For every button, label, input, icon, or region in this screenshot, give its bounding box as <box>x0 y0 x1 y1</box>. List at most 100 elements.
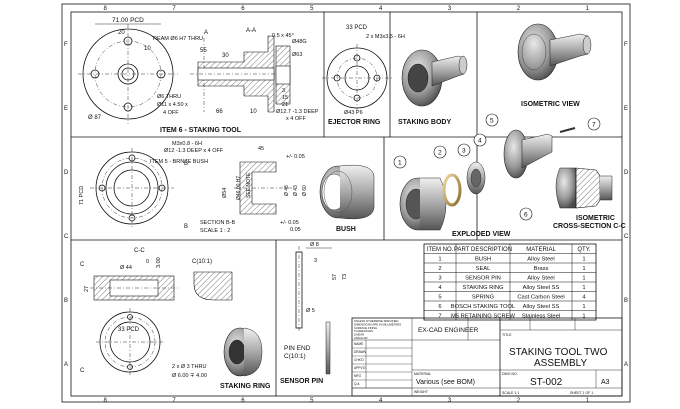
zone-left-E: E <box>64 106 68 112</box>
bush-view: M3x0.8 - 6H Ø12 -1.3 DEEP x 4 OFF ITEM 5… <box>79 141 375 234</box>
section-mark-c2: C <box>80 368 85 374</box>
weight-label: WEIGHT <box>414 390 429 394</box>
zone-top-1: 1 <box>586 6 590 12</box>
sensor-pin-title: SENSOR PIN <box>280 378 323 385</box>
section-mark-c1: C <box>80 262 85 268</box>
staking-ring-view: C-C Ø 44 0 3.00 27 C(10:1) 33 PCD 2 x Ø … <box>80 248 271 390</box>
balloon-label-5: 5 <box>490 118 494 125</box>
dim-x4off: x 4 OFF <box>286 116 307 122</box>
company-name: EX-CAD ENGINEER <box>418 327 479 334</box>
note-line: TOLERANCES <box>354 329 373 333</box>
zone-bottom-5: 5 <box>310 398 314 404</box>
dim-pin-5: Ø 5 <box>306 308 315 314</box>
pin-end-label: PIN END <box>284 345 311 352</box>
dim-21: 21 <box>282 102 288 108</box>
dim-pin-8: Ø 8 <box>310 242 319 248</box>
dim-48: Ø 48 <box>284 185 290 196</box>
zone-bottom-1: 1 <box>586 398 590 404</box>
bom-cell: Alloy Steel <box>527 276 554 282</box>
zone-right-A: A <box>624 362 628 368</box>
note-line: SURFACE FINISH <box>354 326 377 330</box>
dim-33pcd: 33 PCD <box>346 25 368 31</box>
dim-6-cbore: Ø 6.00 ∓ 4.00 <box>172 373 207 379</box>
signoff-label: CHK'D <box>354 358 364 362</box>
zone-right-C: C <box>624 234 629 240</box>
zone-top-5: 5 <box>310 6 314 12</box>
zone-top-7: 7 <box>172 6 176 12</box>
drawing-number: ST-002 <box>530 377 563 388</box>
dim-33pcd-ring: 33 PCD <box>118 327 140 333</box>
dim-87: Ø 87 <box>88 115 102 121</box>
balloon-label-3: 3 <box>462 148 466 155</box>
dim-63: Ø63 <box>292 52 302 58</box>
cross-section-title-2: CROSS-SECTION C-C <box>553 223 626 230</box>
sheet-size: A3 <box>601 379 610 386</box>
dim-54: Ø54 <box>222 188 228 198</box>
zone-left-D: D <box>64 170 69 176</box>
dim-pin-73: 73 <box>342 274 348 280</box>
signoff-label: Q.A <box>354 382 360 386</box>
bom-cell: 1 <box>582 304 585 310</box>
bom-cell: Cast Carbon Steel <box>517 295 564 301</box>
balloon-label-4: 4 <box>478 138 482 145</box>
balloon-label-6: 6 <box>524 212 528 219</box>
section-mark-a: A <box>204 30 208 36</box>
zone-left-B: B <box>64 298 68 304</box>
bom-header-cell: PART DESCRIPTION <box>454 247 512 253</box>
dim-3-00: 3.00 <box>156 257 162 268</box>
staking-body-view: STAKING BODY <box>398 49 468 126</box>
drawing-title-2: ASSEMBLY <box>534 358 587 369</box>
signoff-label: NAME <box>354 342 363 346</box>
zone-bottom-7: 7 <box>172 398 176 404</box>
balloon-3 <box>457 143 471 157</box>
staking-ring-title: STAKING RING <box>220 383 271 390</box>
balloon-4 <box>473 133 487 147</box>
dim-46h7: Ø46.00 H7 <box>236 176 242 200</box>
bom-cell: 5 <box>438 295 441 301</box>
zone-left-F: F <box>64 42 68 48</box>
title-label: TITLE <box>502 333 512 337</box>
dim-43b: Ø 43 <box>293 185 299 196</box>
dim-pin-57: 57 <box>332 274 338 280</box>
bom-cell: Alloy Steel SS <box>523 304 560 310</box>
signoff-label: DRAWN <box>354 350 367 354</box>
bom-cell: Stainless Steel <box>522 314 560 320</box>
dim-tol-3: 0.05 <box>290 227 301 233</box>
zone-right-B: B <box>624 298 628 304</box>
zone-bottom-2: 2 <box>517 398 521 404</box>
dim-pin-3: 3 <box>314 258 317 264</box>
bom-cell: Alloy Steel <box>527 257 554 263</box>
balloon-2 <box>433 145 447 159</box>
sheet-value: SHEET 1 OF 1 <box>570 391 593 395</box>
scale-value: SCALE 1:1 <box>502 391 519 395</box>
dim-thru: Ø6 THRU <box>157 94 181 100</box>
dim-m3-thread: 2 x M3x3.5 - 6H <box>366 34 405 40</box>
dim-cbore-12: Ø12.7 -1.3 DEEP <box>276 109 319 115</box>
dim-cbore-bush: Ø12 -1.3 DEEP x 4 OFF <box>164 148 224 154</box>
dim-chamfer: 0.5 x 45° <box>272 33 294 39</box>
dim-60: Ø 60 <box>302 185 308 196</box>
dim-66: 66 <box>216 109 223 115</box>
dim-71pcd: 71 PCD <box>79 186 85 205</box>
section-cc-label: C-C <box>134 248 145 254</box>
bom-cell: BUSH <box>475 257 491 263</box>
bom-cell: 1 <box>582 266 585 272</box>
detail-c-label: C(10:1) <box>192 259 212 265</box>
bom-cell: 7 <box>438 314 441 320</box>
bom-cell: SPRING <box>472 295 495 301</box>
dim-cbore: Ø11 x 4.50 x <box>157 102 188 108</box>
zone-top-6: 6 <box>241 6 245 12</box>
bom-header-cell: QTY. <box>577 247 591 253</box>
zone-bottom-6: 6 <box>241 398 245 404</box>
dim-tol-1: +/- 0.05 <box>286 154 305 160</box>
bom-header-cell: MATERIAL <box>526 247 556 253</box>
zone-top-8: 8 <box>103 6 107 12</box>
zone-bottom-8: 8 <box>103 398 107 404</box>
bom-cell: 4 <box>582 295 586 301</box>
dim-48g: Ø48G <box>292 39 307 45</box>
bom-cell: Brass <box>534 266 549 272</box>
